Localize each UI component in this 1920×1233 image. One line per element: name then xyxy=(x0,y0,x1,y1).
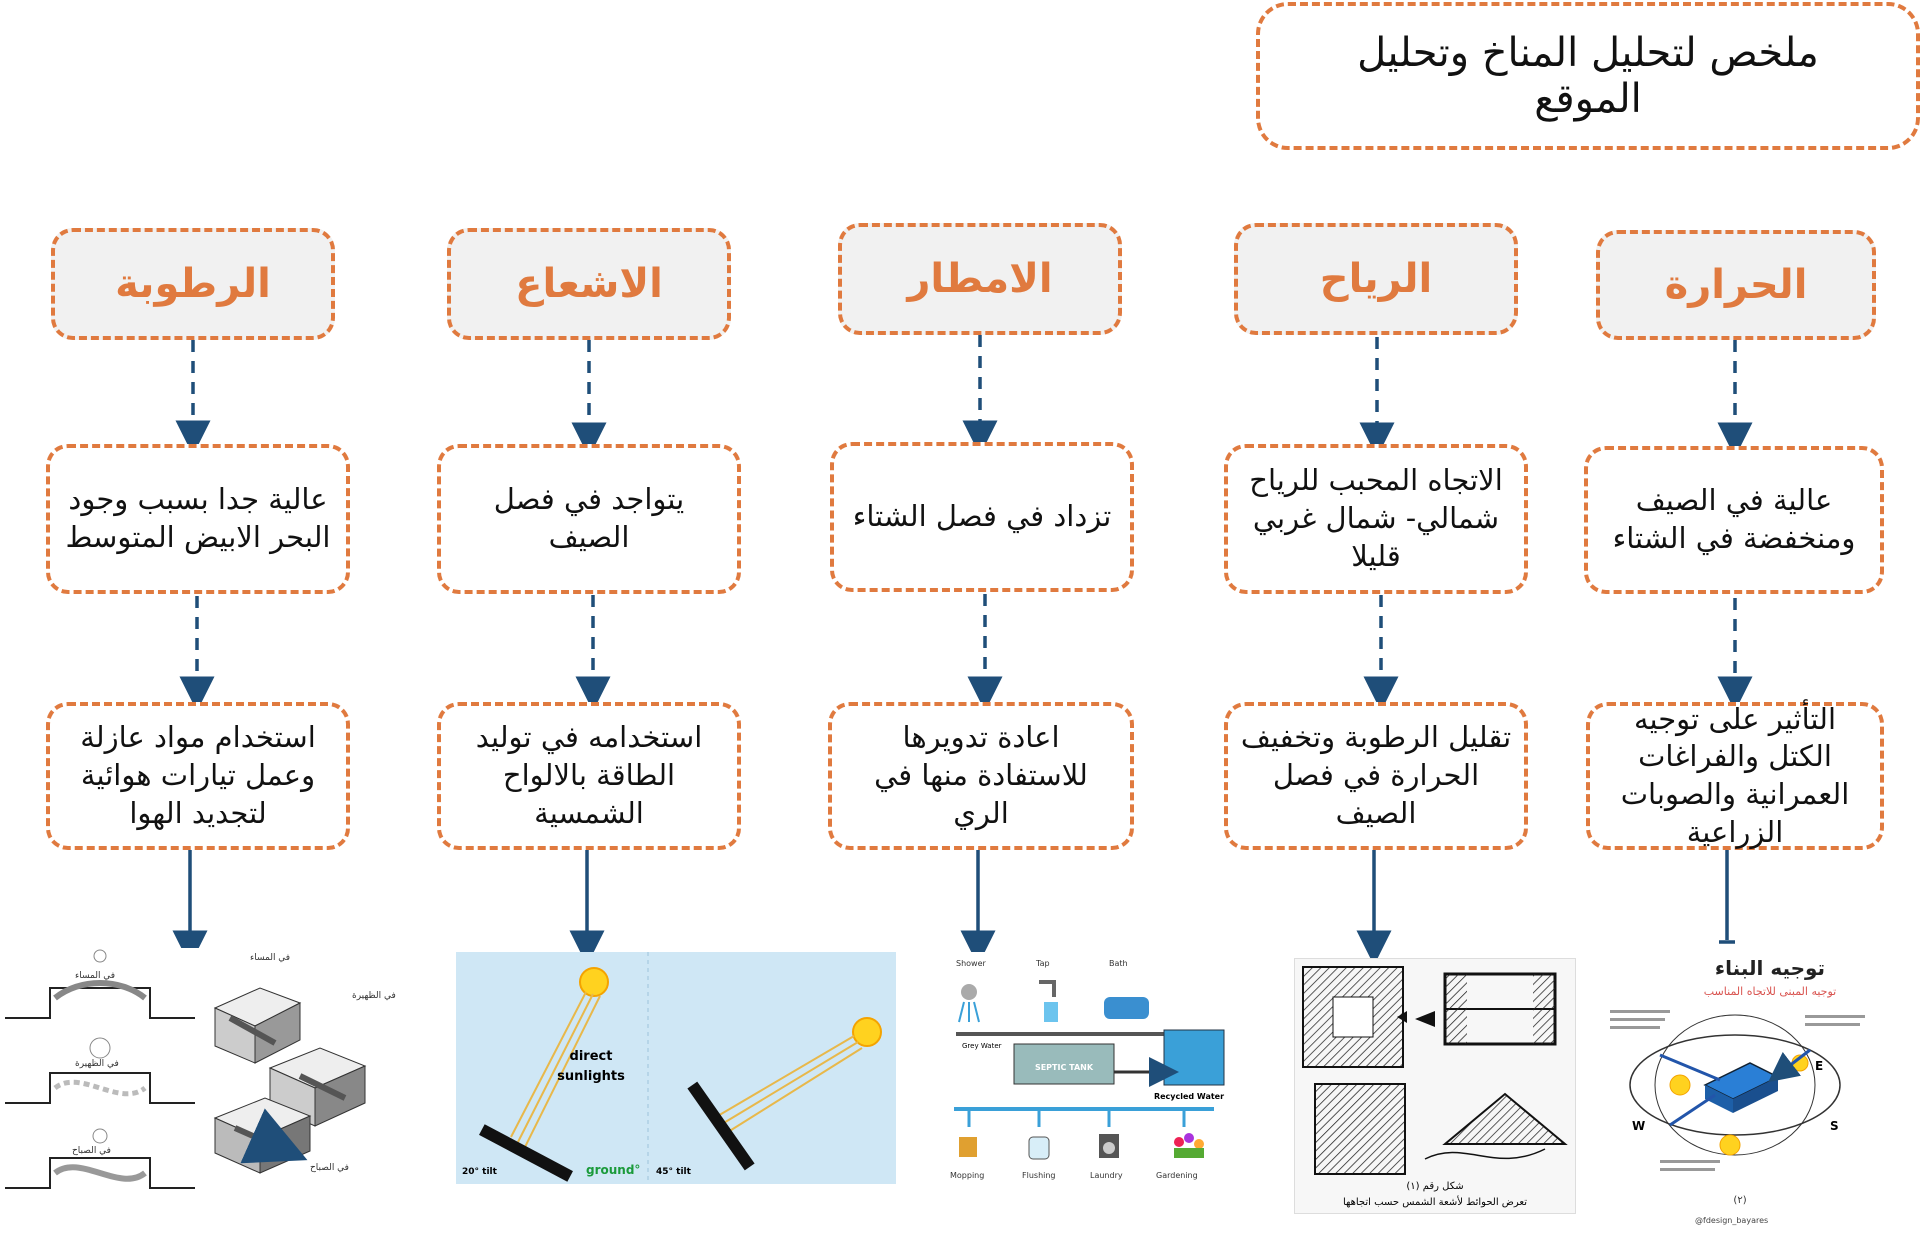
header-rain: الامطار xyxy=(838,223,1122,335)
sun-icon xyxy=(92,1128,108,1144)
label-morning-right: في الصباح xyxy=(310,1163,349,1173)
solar-sketch: direct sunlights 20° tilt ground° 45° ti… xyxy=(462,952,882,1184)
walls-sketch: شكل رقم (١) تعرض الحوائط لأشعة الشمس حسب… xyxy=(1302,966,1568,1208)
walls-caption-1: شكل رقم (١) xyxy=(1406,1181,1463,1192)
strategy-rain-text: اعادة تدويرها للاستفادة منها في الري xyxy=(874,720,1088,830)
orientation-page-no: (٢) xyxy=(1733,1195,1746,1206)
recycled-tank xyxy=(1163,1029,1225,1086)
label-noon-right: في الظهيرة xyxy=(352,991,396,1001)
header-humidity: الرطوبة xyxy=(51,228,335,340)
compass-w: W xyxy=(1632,1119,1645,1133)
label-noon-left: في الظهيرة xyxy=(75,1059,119,1069)
label-tilt20: 20° tilt xyxy=(462,1167,498,1177)
orientation-credit: @fdesign_bayares xyxy=(1695,1216,1768,1225)
orientation-sketch: توجيه البناء توجيه المبنى للاتجاه المناس… xyxy=(1610,956,1865,1225)
label-tap: Tap xyxy=(1035,959,1050,968)
strategy-wind: تقليل الرطوبة وتخفيف الحرارة في فصل الصي… xyxy=(1224,702,1528,850)
walls-figure: شكل رقم (١) تعرض الحوائط لأشعة الشمس حسب… xyxy=(1294,958,1576,1214)
header-radiation: الاشعاع xyxy=(447,228,731,340)
label-bath: Bath xyxy=(1109,959,1128,968)
walls-caption-2: تعرض الحوائط لأشعة الشمس حسب اتجاهها xyxy=(1343,1195,1527,1208)
solar-panel-20 xyxy=(479,1124,573,1182)
strategy-humidity: استخدام مواد عازلة وعمل تيارات هوائية لت… xyxy=(46,702,350,850)
finding-radiation-text: يتواجد في فصل الصيف xyxy=(493,482,685,554)
header-humidity-label: الرطوبة xyxy=(115,261,271,307)
finding-radiation: يتواجد في فصل الصيف xyxy=(437,444,741,594)
strategy-wind-text: تقليل الرطوبة وتخفيف الحرارة في فصل الصي… xyxy=(1240,720,1512,830)
finding-humidity: عالية جدا بسبب وجود البحر الابيض المتوسط xyxy=(46,444,350,594)
moon-icon xyxy=(93,949,107,963)
tap-icon xyxy=(1039,980,1056,997)
orientation-subtitle: توجيه المبنى للاتجاه المناسب xyxy=(1704,985,1836,998)
header-radiation-label: الاشعاع xyxy=(515,261,663,307)
solar-panel-figure: direct sunlights 20° tilt ground° 45° ti… xyxy=(456,952,896,1184)
label-laundry: Laundry xyxy=(1090,1171,1123,1180)
gardening-icon xyxy=(1174,1133,1204,1158)
shower-icon xyxy=(961,984,977,1000)
strategy-radiation: استخدامه في توليد الطاقة بالالواح الشمسي… xyxy=(437,702,741,850)
sun-icon xyxy=(579,967,609,997)
diagram-title: ملخص لتحليل المناخ وتحليل الموقع xyxy=(1256,2,1920,150)
compass-e: E xyxy=(1815,1059,1823,1073)
ventilation-figure: في المساء في الظهيرة في الصباح في المساء… xyxy=(0,948,400,1202)
sun-icon xyxy=(1669,1074,1691,1096)
header-temperature-label: الحرارة xyxy=(1664,262,1808,308)
strategy-radiation-text: استخدامه في توليد الطاقة بالالواح الشمسي… xyxy=(475,720,703,830)
ventilation-sketch: في المساء في الظهيرة في الصباح في المساء… xyxy=(5,949,396,1202)
building-orientation-figure: توجيه البناء توجيه المبنى للاتجاه المناس… xyxy=(1600,945,1880,1230)
strategy-temperature: التأثير على توجيه الكتل والفراغات العمرا… xyxy=(1586,702,1884,850)
label-ground: ground° xyxy=(586,1163,640,1177)
mopping-icon xyxy=(959,1137,977,1157)
finding-humidity-text: عالية جدا بسبب وجود البحر الابيض المتوسط xyxy=(65,482,331,554)
sun-icon xyxy=(89,1037,111,1059)
label-direct-2: sunlights xyxy=(557,1069,625,1084)
sun-icon xyxy=(852,1017,882,1047)
label-direct-1: direct xyxy=(570,1049,613,1064)
label-tilt45: 45° tilt xyxy=(656,1167,692,1177)
water-recycling-figure: Shower Tap Bath Grey Water SEPTIC TANK R… xyxy=(944,952,1234,1197)
strategy-temperature-text: التأثير على توجيه الكتل والفراغات العمرا… xyxy=(1620,701,1850,849)
header-wind: الرياح xyxy=(1234,223,1518,335)
label-septic: SEPTIC TANK xyxy=(1035,1063,1094,1072)
label-flushing: Flushing xyxy=(1022,1171,1056,1180)
orientation-title: توجيه البناء xyxy=(1715,956,1825,980)
finding-rain-text: تزداد في فصل الشتاء xyxy=(852,499,1112,534)
label-morning-left: في الصباح xyxy=(72,1146,111,1156)
septic-tank xyxy=(1013,1043,1115,1085)
diagram-title-text: ملخص لتحليل المناخ وتحليل الموقع xyxy=(1357,30,1819,122)
header-wind-label: الرياح xyxy=(1319,256,1433,302)
label-evening-left: في المساء xyxy=(75,971,115,981)
label-grey: Grey Water xyxy=(962,1042,1002,1050)
bath-icon xyxy=(1104,997,1149,1019)
label-recycled: Recycled Water xyxy=(1154,1092,1224,1101)
label-evening-right: في المساء xyxy=(250,953,290,963)
finding-temperature-text: عالية في الصيف ومنخفضة في الشتاء xyxy=(1612,483,1856,555)
solar-panel-45 xyxy=(687,1081,755,1171)
label-mopping: Mopping xyxy=(950,1171,984,1180)
finding-wind-text: الاتجاه المحبب للرياح شمالي- شمال غربي ق… xyxy=(1249,463,1503,573)
flushing-icon xyxy=(1028,1136,1050,1160)
finding-rain: تزداد في فصل الشتاء xyxy=(830,442,1134,592)
label-shower: Shower xyxy=(956,959,987,968)
sun-icon xyxy=(1719,1134,1741,1156)
strategy-rain: اعادة تدويرها للاستفادة منها في الري xyxy=(828,702,1134,850)
strategy-humidity-text: استخدام مواد عازلة وعمل تيارات هوائية لت… xyxy=(80,720,316,830)
compass-s: S xyxy=(1830,1119,1839,1133)
header-rain-label: الامطار xyxy=(907,256,1053,302)
header-temperature: الحرارة xyxy=(1596,230,1876,340)
label-gardening: Gardening xyxy=(1156,1171,1198,1180)
water-cycle-sketch: Shower Tap Bath Grey Water SEPTIC TANK R… xyxy=(950,959,1225,1180)
finding-temperature: عالية في الصيف ومنخفضة في الشتاء xyxy=(1584,446,1884,594)
finding-wind: الاتجاه المحبب للرياح شمالي- شمال غربي ق… xyxy=(1224,444,1528,594)
